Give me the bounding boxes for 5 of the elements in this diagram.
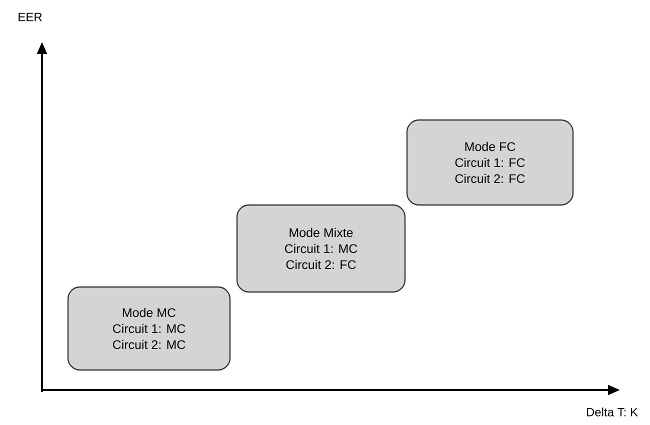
mode-box: Mode Mixte Circuit 1: MC Circuit 2: FC: [236, 204, 406, 293]
mode-box: Mode MC Circuit 1: MC Circuit 2: MC: [67, 286, 231, 371]
mode-box: Mode FC Circuit 1: FC Circuit 2: FC: [406, 119, 574, 206]
axis-label: Delta T: K: [586, 408, 638, 416]
axis-label: EER: [18, 12, 42, 22]
